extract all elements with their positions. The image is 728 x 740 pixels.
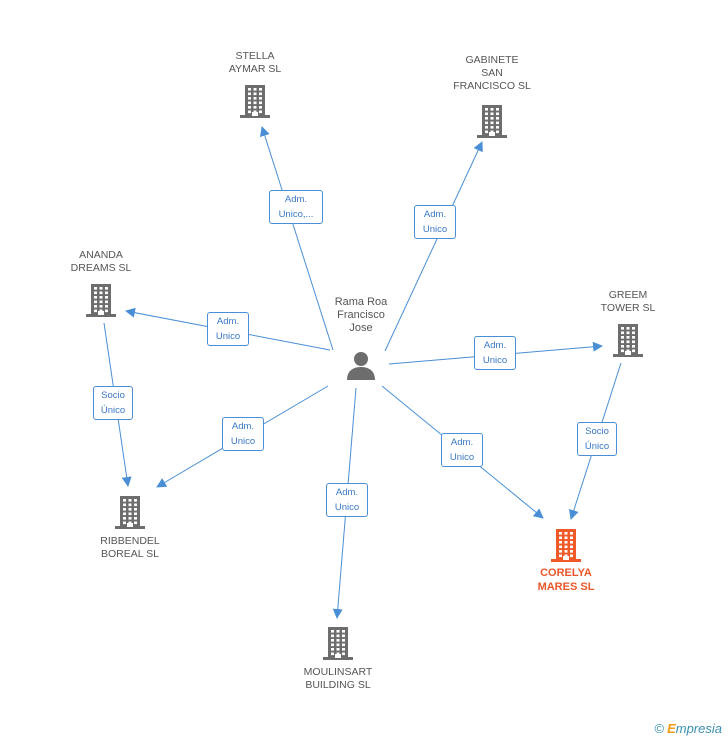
company-node-gabinete[interactable] xyxy=(476,104,508,143)
relation-label-person-corelya[interactable]: Adm. Unico xyxy=(441,433,483,467)
company-name-ananda[interactable]: ANANDA DREAMS SL xyxy=(70,249,132,274)
company-name-ribbendel[interactable]: RIBBENDEL BOREAL SL xyxy=(100,535,160,560)
relation-label-person-ananda[interactable]: Adm. Unico xyxy=(207,312,249,346)
building-icon xyxy=(613,324,643,357)
building-icon xyxy=(86,284,116,317)
company-name-stella[interactable]: STELLA AYMAR SL xyxy=(228,50,282,75)
footer-brand[interactable]: © Empresia xyxy=(654,721,722,736)
building-icon xyxy=(240,85,270,118)
company-node-corelya[interactable] xyxy=(550,528,582,567)
company-node-ribbendel[interactable] xyxy=(114,495,146,534)
company-node-stella[interactable] xyxy=(239,84,271,123)
relation-label-person-moulinsart[interactable]: Adm. Unico xyxy=(326,483,368,517)
brand-logo[interactable]: Empresia xyxy=(667,721,722,736)
person-name[interactable]: Rama Roa Francisco Jose xyxy=(334,296,388,334)
relation-arrow-person-stella xyxy=(259,126,334,351)
building-icon xyxy=(323,627,353,660)
relation-label-person-gabinete[interactable]: Adm. Unico xyxy=(414,205,456,239)
relation-label-person-stella[interactable]: Adm. Unico,... xyxy=(269,190,323,224)
relation-label-greem-corelya[interactable]: Socio Único xyxy=(577,422,617,456)
relation-arrow-person-gabinete xyxy=(384,141,483,352)
company-name-greem[interactable]: GREEM TOWER SL xyxy=(600,289,656,314)
relation-label-person-ribbendel[interactable]: Adm. Unico xyxy=(222,417,264,451)
person-icon xyxy=(347,352,375,380)
relation-label-ananda-ribbendel[interactable]: Socio Único xyxy=(93,386,133,420)
building-icon xyxy=(551,529,581,562)
company-node-ananda[interactable] xyxy=(85,283,117,322)
company-node-greem[interactable] xyxy=(612,323,644,362)
person-node[interactable] xyxy=(346,351,376,386)
company-name-corelya[interactable]: CORELYA MARES SL xyxy=(537,567,595,593)
building-icon xyxy=(477,105,507,138)
copyright-icon: © xyxy=(654,721,665,736)
company-name-gabinete[interactable]: GABINETE SAN FRANCISCO SL xyxy=(453,54,531,92)
company-name-moulinsart[interactable]: MOULINSART BUILDING SL xyxy=(303,666,373,691)
relation-label-person-greem[interactable]: Adm. Unico xyxy=(474,336,516,370)
company-node-moulinsart[interactable] xyxy=(322,626,354,665)
building-icon xyxy=(115,496,145,529)
